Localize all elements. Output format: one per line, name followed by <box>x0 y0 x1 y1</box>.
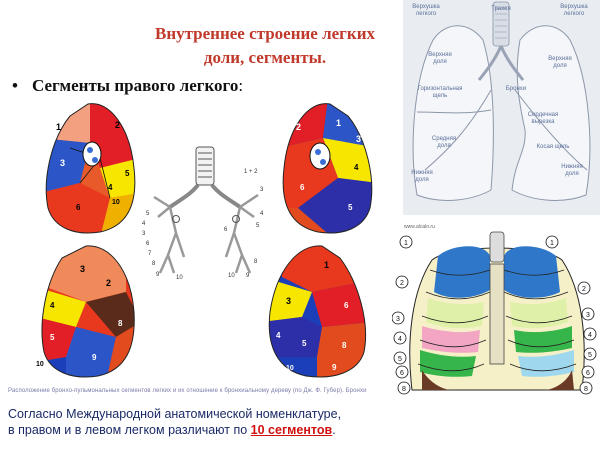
label-upper-left: Верхняя доля <box>548 56 572 69</box>
label-bronchi: Бронхи <box>505 86 527 92</box>
seg-a-5: 4 <box>108 183 113 192</box>
seg-a-6: 6 <box>76 203 81 212</box>
tree-left-8: 8 <box>152 261 156 267</box>
seg-d-5: 5 <box>302 339 307 348</box>
tree-right-1-2: 1 + 2 <box>244 169 258 175</box>
seg-c-5: 5 <box>50 333 55 342</box>
label-upper-right: Верхняя доля <box>428 52 452 65</box>
caption-end: . <box>332 423 336 437</box>
rib-right-1: 1 <box>550 240 554 247</box>
seg-c-10: 10 <box>36 361 44 368</box>
caption-line-2-text: в правом и в левом легком различают по <box>8 423 251 437</box>
seg-d-4: 4 <box>276 331 281 340</box>
bullet-heading: • Сегменты правого легкого: <box>12 76 243 96</box>
bullet-text: Сегменты правого легкого <box>32 76 239 95</box>
ribcage-site-label: www.alcalo.ru <box>404 224 435 230</box>
caption-highlight: 10 сегментов <box>250 423 333 437</box>
seg-c-3: 3 <box>80 264 85 274</box>
label-middle: Средняя доля <box>431 136 457 149</box>
seg-b-5: 6 <box>300 183 305 192</box>
label-apex-left: Верхушка легкого <box>560 4 588 17</box>
rib-left-3: 3 <box>396 316 400 323</box>
caption: Согласно Международной анатомической ном… <box>8 406 341 438</box>
rib-right-8: 8 <box>584 386 588 393</box>
seg-c-9: 9 <box>92 353 97 362</box>
segment-illustration-b: 2 3 1 4 6 5 <box>282 103 373 234</box>
tree-right-4: 4 <box>260 211 264 217</box>
seg-a-7: 10 <box>112 199 120 206</box>
label-oblique-fissure: Косая щель <box>536 144 570 150</box>
tree-right-6: 6 <box>224 227 228 233</box>
label-lower-right: Нижняя доля <box>411 170 433 183</box>
seg-b-2: 3 <box>356 134 361 144</box>
page-title: Внутреннее строение легких доли, сегмент… <box>130 22 400 70</box>
lungs-overview-diagram: Верхушка легкого Трахея Верхушка легкого… <box>403 0 600 215</box>
ribcage-diagram: 1 2 3 4 5 6 8 1 2 3 4 5 6 8 <box>392 231 597 395</box>
tree-left-4: 4 <box>142 221 146 227</box>
tree-right-5: 5 <box>256 223 260 229</box>
bullet-colon: : <box>238 76 244 95</box>
rib-right-2: 2 <box>582 286 586 293</box>
seg-d-1: 1 <box>324 260 329 270</box>
label-apex-right: Верхушка легкого <box>412 4 440 17</box>
seg-c-4: 4 <box>50 301 55 310</box>
tree-right-10: 10 <box>228 273 235 279</box>
tree-right-3: 3 <box>260 187 264 193</box>
tree-left-5: 5 <box>146 211 150 217</box>
tree-right-8: 8 <box>254 259 258 265</box>
label-lower-left: Нижняя доля <box>561 164 583 177</box>
label-cardiac-notch: Сердечная вырезка <box>527 112 559 125</box>
rib-left-1: 1 <box>404 240 408 247</box>
label-horizontal-fissure: Горизонтальная щель <box>417 86 463 99</box>
title-line-2: доли, сегменты. <box>203 48 327 67</box>
seg-d-6: 6 <box>344 301 349 310</box>
seg-a-1: 1 <box>56 122 61 132</box>
seg-d-8: 8 <box>342 341 347 350</box>
seg-d-10: 10 <box>286 365 294 372</box>
seg-b-3: 1 <box>336 118 341 128</box>
rib-left-8: 8 <box>402 386 406 393</box>
seg-b-1: 2 <box>296 122 301 132</box>
label-trachea: Трахея <box>491 6 511 12</box>
seg-a-2: 2 <box>115 120 120 130</box>
caption-line-1: Согласно Международной анатомической ном… <box>8 407 342 421</box>
rib-left-6: 6 <box>400 370 404 377</box>
tree-right-9: 9 <box>246 273 250 279</box>
rib-left-2: 2 <box>400 280 404 287</box>
segment-illustration-a: 1 2 3 5 4 6 10 <box>45 103 136 234</box>
seg-a-3: 3 <box>60 158 65 168</box>
rib-right-5: 5 <box>588 352 592 359</box>
seg-a-4: 5 <box>125 169 130 178</box>
rib-right-3: 3 <box>586 312 590 319</box>
caption-line-2: в правом и в левом легком различают по 1… <box>8 422 341 438</box>
seg-c-2: 2 <box>106 278 111 288</box>
figure-credit: Расположение бронхо-пульмональных сегмен… <box>8 388 367 394</box>
rib-right-4: 4 <box>588 332 592 339</box>
tree-left-3: 3 <box>142 231 146 237</box>
title-line-1: Внутреннее строение легких <box>154 24 375 43</box>
rib-left-5: 5 <box>398 356 402 363</box>
segment-illustration-c: 3 2 8 4 5 9 10 <box>36 245 135 378</box>
rib-left-4: 4 <box>398 336 402 343</box>
seg-d-9: 9 <box>332 363 337 372</box>
tree-left-9: 9 <box>156 272 160 278</box>
tree-left-7: 7 <box>148 251 152 257</box>
seg-b-4: 4 <box>354 163 359 172</box>
rib-right-6: 6 <box>586 370 590 377</box>
seg-b-6: 5 <box>348 203 353 212</box>
bronchial-tree-diagram: 3 4 5 6 7 8 9 10 1 + 2 3 4 5 6 8 9 10 <box>142 146 264 280</box>
seg-c-8: 8 <box>118 319 123 328</box>
segment-illustration-d: 3 1 6 4 5 8 9 10 <box>268 245 367 378</box>
tree-left-10: 10 <box>176 275 183 280</box>
tree-left-6: 6 <box>146 241 150 247</box>
seg-d-3: 3 <box>286 296 291 306</box>
bullet-dot: • <box>12 76 18 95</box>
